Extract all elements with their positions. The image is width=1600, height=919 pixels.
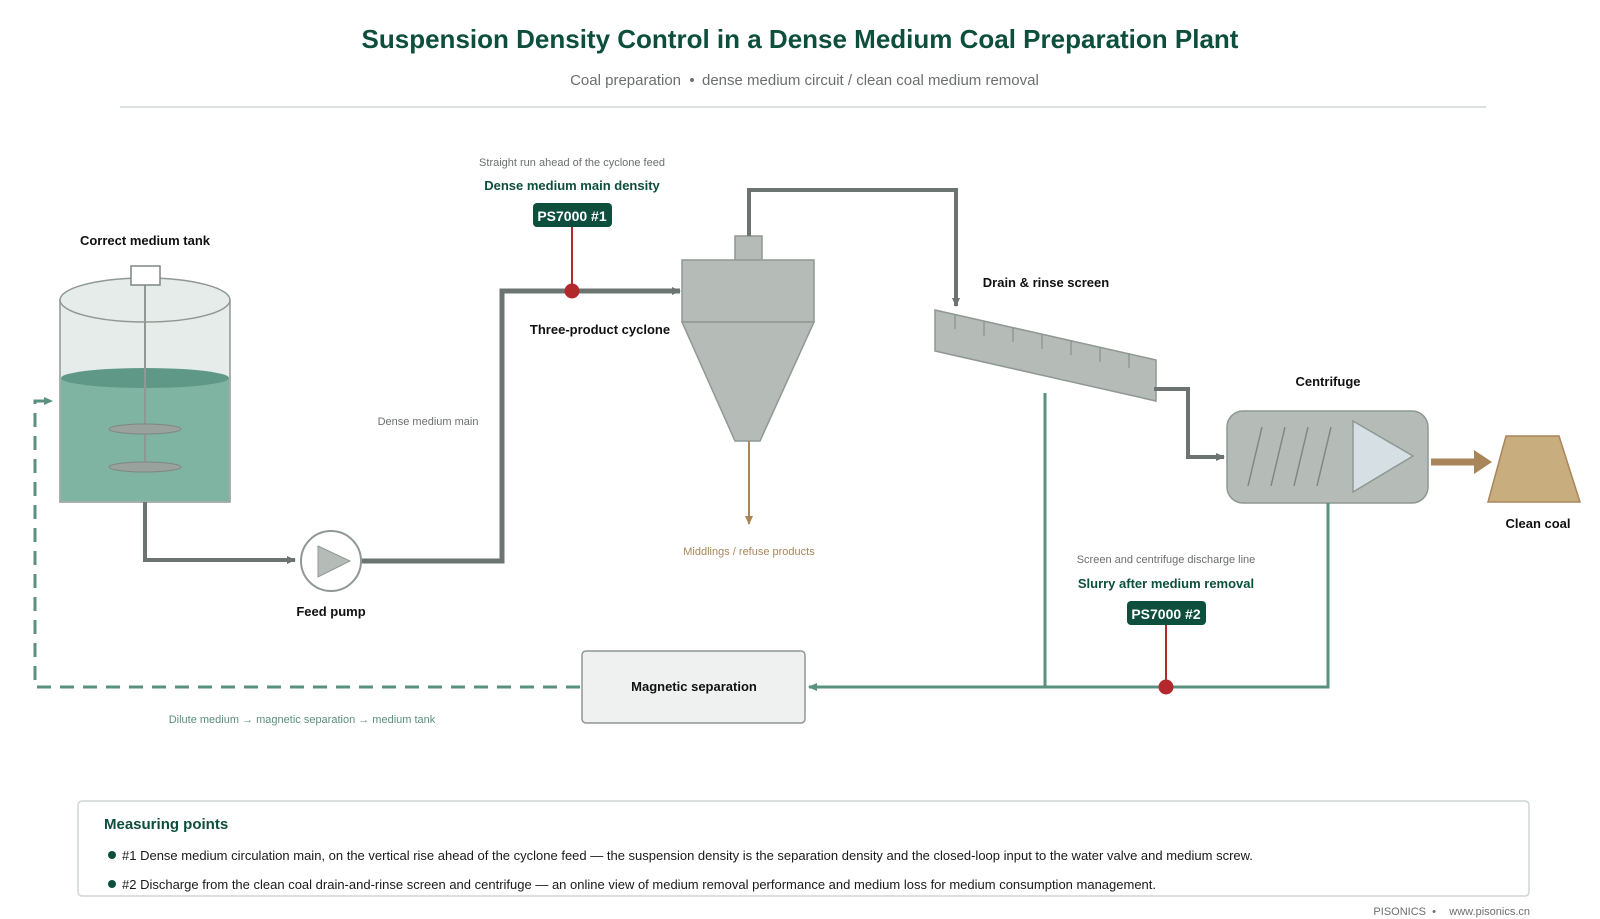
dense-main-label: Dense medium main (378, 416, 479, 428)
dense-medium-main-pipe (362, 287, 681, 564)
clean-coal-pile (1487, 435, 1582, 503)
subtitle-circuit: dense medium circuit / clean coal medium… (702, 72, 1039, 89)
tank-label: Correct medium tank (80, 233, 211, 248)
mp2-sensor-dot (1158, 679, 1174, 695)
legend-bullet-2 (108, 880, 116, 888)
three-product-cyclone (680, 235, 816, 442)
clean-coal-arrow-icon (1474, 450, 1492, 474)
dilute-route-label: Dilute medium → magnetic separation → me… (169, 714, 436, 726)
feed-pump (300, 530, 362, 592)
magnetic-separation-box (581, 650, 806, 724)
mp1-tag-badge (533, 203, 612, 227)
cyclone-overflow-pipe (747, 188, 960, 307)
subtitle-domain: Coal preparation (570, 72, 681, 89)
footer-separator: • (1432, 906, 1436, 918)
clean-coal-label: Clean coal (1505, 516, 1570, 531)
centrifuge-label: Centrifuge (1296, 374, 1361, 389)
mp1-tag: PS7000 #1 (537, 208, 606, 224)
tank-outlet-pipe (143, 502, 296, 564)
pump-label: Feed pump (296, 604, 365, 619)
mp1-sensor-dot (564, 283, 580, 299)
legend-bullet-1 (108, 851, 116, 859)
drain-rinse-screen (934, 309, 1157, 402)
agitator-motor (130, 265, 161, 286)
middlings-label: Middlings / refuse products (683, 546, 815, 558)
mp2-tag: PS7000 #2 (1131, 606, 1200, 622)
medium-return-pipe (33, 397, 580, 689)
centrifuge (1226, 410, 1429, 504)
legend-title: Measuring points (104, 816, 228, 833)
measuring-point-1[interactable]: Straight run ahead of the cyclone feed D… (479, 157, 665, 299)
measuring-points-legend: Measuring points #1 Dense medium circula… (77, 800, 1530, 897)
correct-medium-tank (59, 265, 231, 503)
screen-label: Drain & rinse screen (983, 275, 1110, 290)
dilute-medium-pipe (808, 503, 1330, 691)
mp2-title: Slurry after medium removal (1078, 576, 1254, 591)
screen-to-centrifuge-pipe (1154, 387, 1225, 461)
magnetic-label: Magnetic separation (631, 679, 757, 694)
legend-item-2: #2 Discharge from the clean coal drain-a… (122, 877, 1156, 892)
mp2-note: Screen and centrifuge discharge line (1077, 554, 1256, 566)
mp1-note: Straight run ahead of the cyclone feed (479, 157, 665, 169)
measuring-point-2[interactable]: Screen and centrifuge discharge line Slu… (1077, 554, 1256, 695)
footer-url[interactable]: www.pisonics.cn (1448, 906, 1530, 918)
cyclone-label: Three-product cyclone (530, 322, 670, 337)
legend-item-1: #1 Dense medium circulation main, on the… (122, 848, 1253, 863)
mp1-title: Dense medium main density (484, 178, 660, 193)
page-title: Suspension Density Control in a Dense Me… (362, 24, 1239, 54)
subtitle-separator: • (689, 72, 694, 89)
footer-brand: PISONICS (1373, 906, 1426, 918)
mp2-tag-badge (1127, 601, 1206, 625)
